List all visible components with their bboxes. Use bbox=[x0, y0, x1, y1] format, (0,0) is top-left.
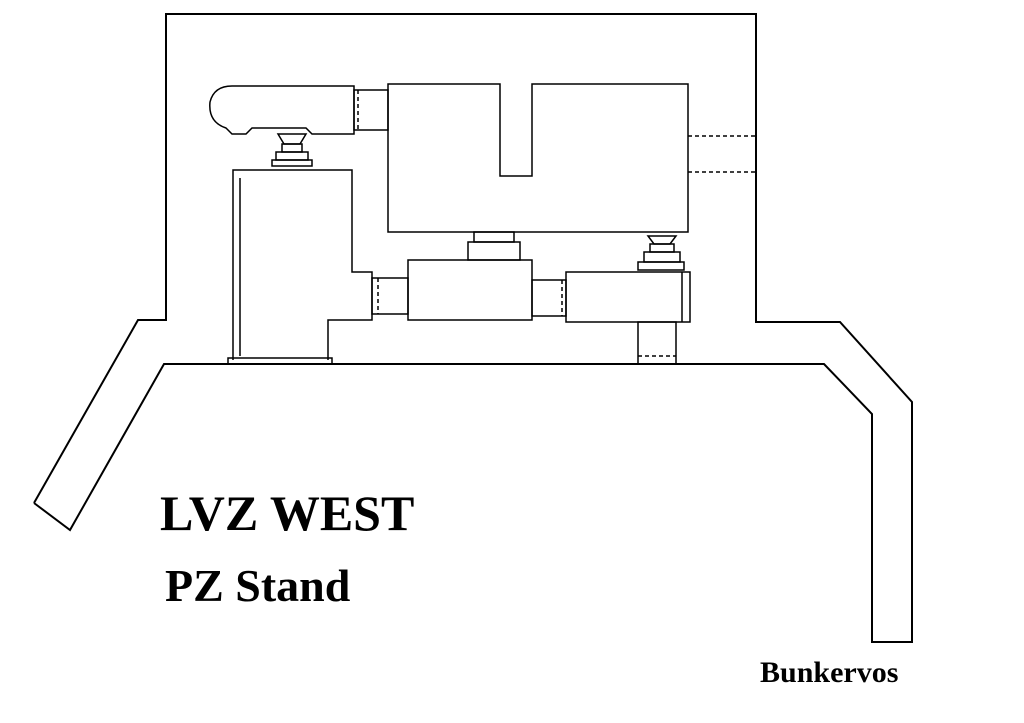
upper-tank bbox=[387, 83, 756, 261]
right-unit bbox=[565, 235, 691, 365]
outer-wall-outline bbox=[33, 13, 913, 643]
fan-housing-body bbox=[209, 85, 355, 135]
credit-label: Bunkervos bbox=[760, 656, 899, 689]
fan-duct bbox=[353, 89, 389, 131]
right-unit-coupling-flange bbox=[649, 243, 675, 253]
fan-coupling-flange bbox=[281, 143, 303, 153]
middle-unit bbox=[371, 259, 567, 321]
fan-housing bbox=[209, 85, 389, 167]
outer-walls bbox=[33, 13, 913, 643]
title-line1: LVZ WEST bbox=[160, 485, 415, 541]
middle-right-duct bbox=[531, 279, 567, 317]
left-machine-block bbox=[227, 169, 373, 365]
middle-left-duct bbox=[371, 277, 409, 315]
right-unit-body bbox=[565, 271, 691, 323]
right-unit-coupling-base bbox=[643, 251, 681, 263]
upper-tank-body bbox=[387, 83, 689, 233]
title-line2: PZ Stand bbox=[165, 560, 351, 611]
fan-coupling bbox=[276, 133, 308, 145]
right-unit-coupling-foot bbox=[637, 261, 685, 271]
fan-coupling-foot bbox=[271, 159, 313, 167]
left-machine-base-plate bbox=[227, 357, 333, 365]
upper-tank-coupling-base bbox=[467, 241, 521, 261]
left-machine-tall-block bbox=[232, 169, 373, 360]
right-unit-coupling bbox=[646, 235, 678, 245]
upper-tank-coupling bbox=[473, 231, 515, 243]
middle-unit-body bbox=[407, 259, 533, 321]
fan-coupling-base bbox=[275, 151, 309, 161]
right-down-duct bbox=[637, 321, 677, 365]
